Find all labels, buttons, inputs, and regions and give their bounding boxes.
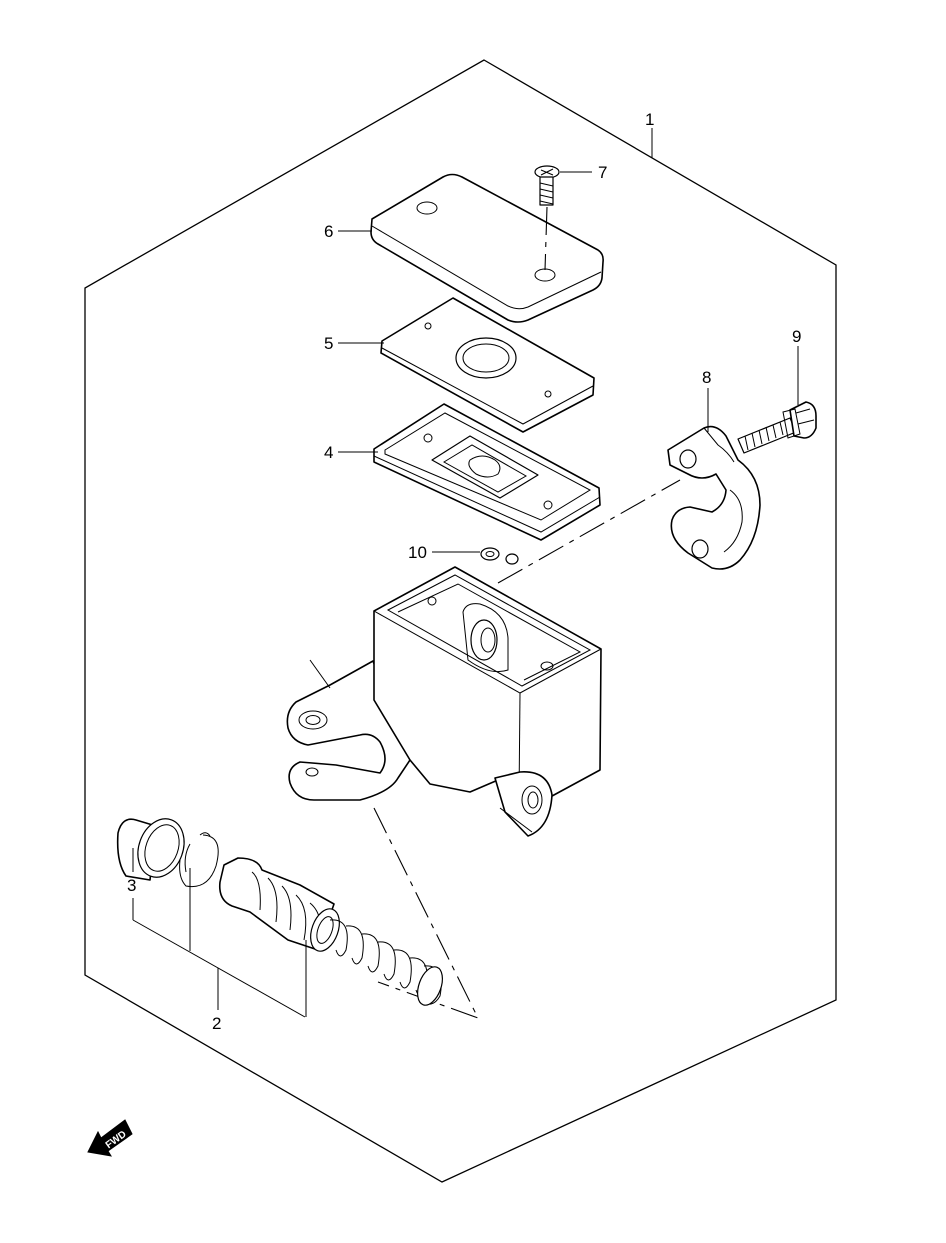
leader-lines bbox=[132, 128, 799, 1018]
part-reservoir-cap bbox=[370, 173, 604, 323]
part-screw bbox=[534, 165, 560, 271]
callout-1: 1 bbox=[645, 110, 654, 129]
piston-axis-line bbox=[373, 807, 480, 1019]
callout-7: 7 bbox=[598, 163, 607, 182]
part-spring bbox=[329, 919, 443, 1006]
part-diaphragm-plate bbox=[380, 297, 595, 433]
callout-8: 8 bbox=[702, 368, 711, 387]
callout-9: 9 bbox=[792, 327, 801, 346]
part-bolt bbox=[737, 401, 817, 454]
callout-2: 2 bbox=[212, 1014, 221, 1033]
part-diaphragm bbox=[373, 403, 601, 541]
part-clip bbox=[480, 547, 519, 565]
part-piston bbox=[218, 857, 340, 952]
callout-labels: 1 2 3 4 5 6 7 8 9 10 bbox=[127, 110, 801, 1033]
clamp-axis-line bbox=[497, 479, 681, 584]
part-clamp bbox=[667, 425, 761, 570]
part-circlip bbox=[179, 832, 219, 888]
part-master-cylinder-body bbox=[286, 566, 602, 837]
axis-tick-line bbox=[309, 659, 331, 689]
direction-arrow-icon: FWD bbox=[87, 1119, 133, 1157]
callout-4: 4 bbox=[324, 443, 333, 462]
callout-5: 5 bbox=[324, 334, 333, 353]
callout-10: 10 bbox=[408, 543, 427, 562]
callout-6: 6 bbox=[324, 222, 333, 241]
part-boot bbox=[116, 818, 185, 881]
callout-3: 3 bbox=[127, 876, 136, 895]
assembly-outline bbox=[84, 59, 837, 1183]
